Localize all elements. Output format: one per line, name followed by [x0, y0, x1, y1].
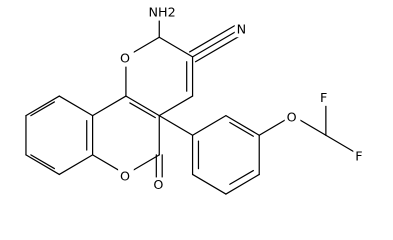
pyran-o-label: O — [120, 52, 130, 67]
amine-label: NH2 — [148, 6, 175, 21]
label-bg — [118, 166, 134, 185]
bond-inner — [30, 154, 55, 170]
bond — [189, 23, 238, 53]
label-bg — [284, 107, 301, 126]
bond — [158, 36, 194, 58]
bonds — [25, 15, 360, 195]
bond — [125, 95, 160, 117]
bond — [191, 173, 227, 195]
bond — [158, 95, 194, 117]
fluorine-label: F — [355, 150, 362, 165]
molecule-diagram: NH2 N O O O O F F — [25, 2, 368, 195]
bond — [91, 95, 127, 117]
nitrile-n-label: N — [237, 22, 247, 37]
atom-labels: NH2 N O O O O F F — [118, 2, 368, 194]
bond-inner — [229, 121, 254, 137]
label-bg — [353, 147, 368, 165]
ether-o-label: O — [287, 111, 297, 126]
label-bg — [151, 177, 168, 194]
label-bg — [118, 49, 134, 67]
bond — [25, 95, 60, 117]
bond — [25, 154, 60, 176]
bond — [194, 33, 244, 63]
bond-inner — [30, 101, 55, 117]
bond — [158, 115, 194, 136]
fluorine-label: F — [320, 91, 327, 106]
bond-inner — [129, 102, 156, 119]
bond — [58, 95, 94, 117]
label-bg — [234, 19, 249, 38]
label-bg — [145, 2, 177, 21]
carbonyl-o-label: O — [153, 178, 163, 193]
bond-inner — [229, 169, 254, 185]
bond — [191, 115, 227, 136]
bond — [191, 28, 241, 58]
bond — [225, 115, 260, 136]
bond — [58, 154, 94, 176]
bond — [225, 173, 260, 195]
lactone-o-label: O — [120, 169, 130, 184]
label-bg — [318, 88, 332, 106]
